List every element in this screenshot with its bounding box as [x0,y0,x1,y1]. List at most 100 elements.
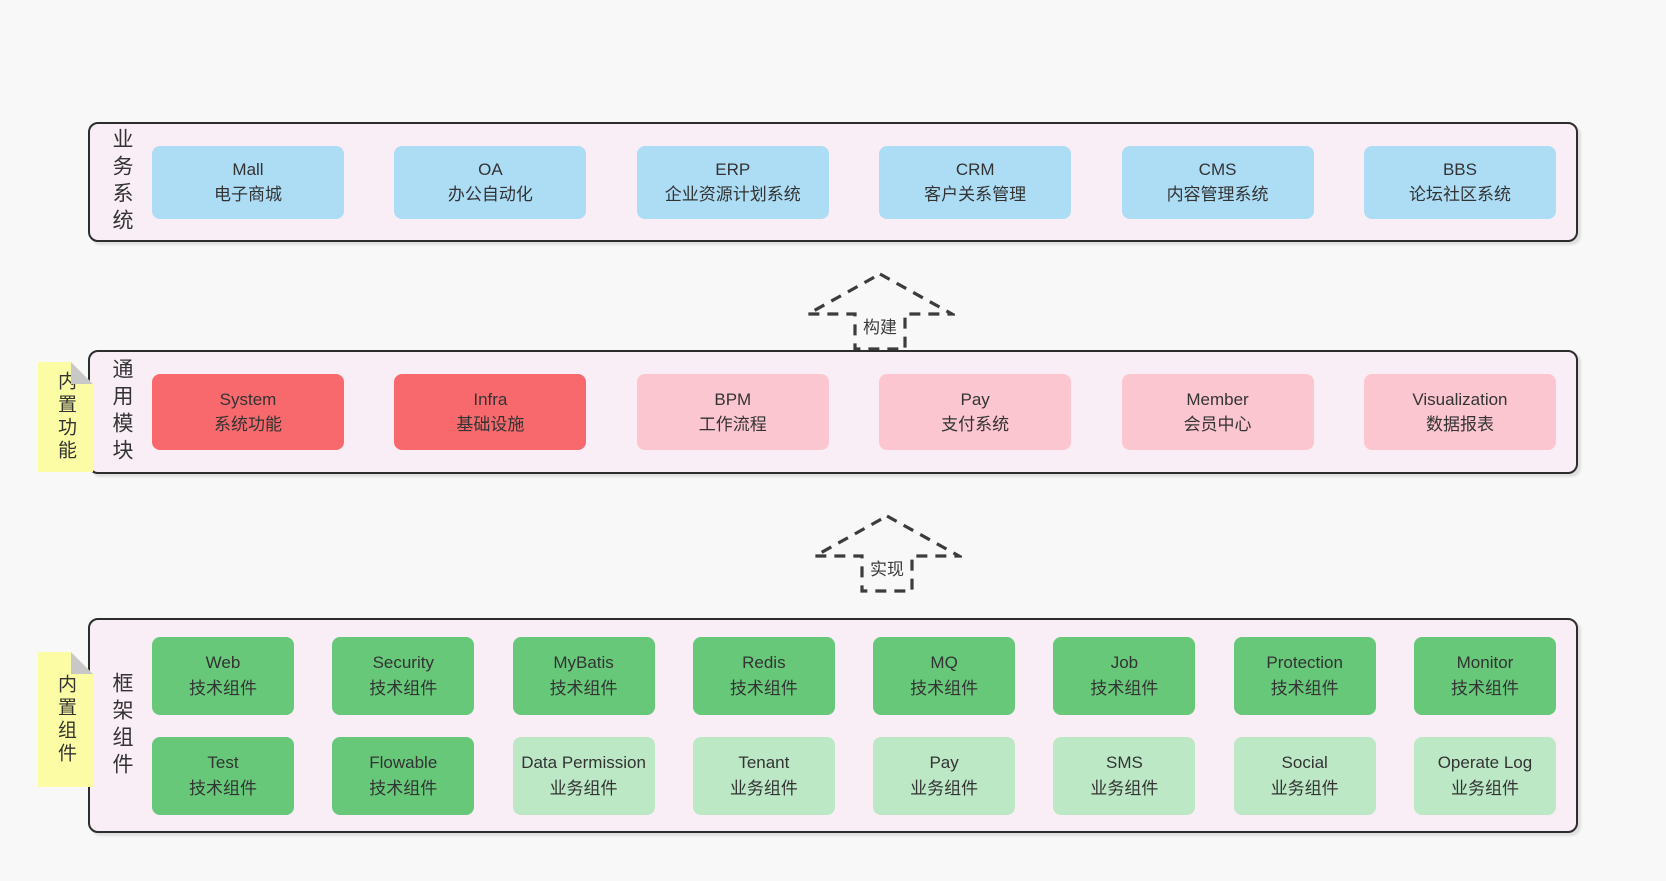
node-web: Web 技术组件 [152,636,294,715]
modules-section-label: 通用模块 [110,358,133,466]
node-subtitle: 技术组件 [910,678,979,698]
node-title: Social [1281,753,1328,772]
node-title: Pay [929,753,959,772]
node-title: Mall [232,159,264,179]
node-title: Pay [960,389,990,409]
node-title: Security [372,653,434,672]
builtin-features-tag-label: 内置功能 [55,371,76,463]
node-title: Data Permission [521,753,646,772]
node-subtitle: 技术组件 [1270,678,1339,698]
node-title: Web [205,653,241,672]
up-arrow-icon [812,514,962,593]
node-title: MyBatis [553,653,614,672]
builtin-components-tag-label: 内置组件 [55,673,76,766]
node-data-permission: Data Permission 业务组件 [512,736,655,815]
node-sms: SMS 业务组件 [1053,736,1196,815]
node-title: Operate Log [1437,753,1533,772]
arrow-build-label: 构建 [860,312,900,339]
node-erp: ERP 企业资源计划系统 [636,145,829,219]
node-title: OA [478,159,503,179]
node-social: Social 业务组件 [1233,736,1376,815]
builtin-components-tag: 内置组件 [38,652,93,787]
node-subtitle: 系统功能 [214,415,282,434]
node-subtitle: 业务组件 [729,778,798,798]
node-title: Redis [742,653,786,672]
node-subtitle: 客户关系管理 [924,185,1027,204]
node-subtitle: 业务组件 [1090,778,1159,798]
node-subtitle: 企业资源计划系统 [664,185,801,204]
framework-section-label: 框架组件 [110,671,133,780]
node-redis: Redis 技术组件 [692,636,835,715]
node-subtitle: 业务组件 [549,778,618,798]
node-title: BPM [714,389,752,409]
node-mq: MQ 技术组件 [873,636,1016,715]
node-security: Security 技术组件 [332,636,475,715]
business-boxes: Mall 电子商城 OA 办公自动化 ERP 企业资源计划系统 CRM 客户关系… [152,124,1576,240]
node-title: Tenant [738,753,790,772]
node-subtitle: 电子商城 [214,185,282,204]
arrow-build: 构建 [805,272,955,352]
framework-rows: Web 技术组件 Security 技术组件 MyBatis 技术组件 Redi… [152,620,1576,831]
node-title: CRM [955,159,995,179]
node-visualization: Visualization 数据报表 [1363,374,1556,450]
node-job: Job 技术组件 [1053,636,1196,715]
node-bpm: BPM 工作流程 [636,374,829,450]
node-subtitle: 会员中心 [1183,415,1252,434]
node-operate-log: Operate Log 业务组件 [1413,736,1556,815]
node-crm: CRM 客户关系管理 [879,145,1072,219]
node-subtitle: 技术组件 [369,678,438,698]
node-title: MQ [930,653,958,672]
up-arrow-icon [805,272,955,351]
node-title: System [219,389,277,409]
node-subtitle: 工作流程 [698,415,767,434]
node-pay: Pay 支付系统 [879,374,1072,450]
node-title: SMS [1105,753,1143,772]
node-mall: Mall 电子商城 [152,145,344,219]
node-oa: OA 办公自动化 [394,145,587,219]
node-mybatis: MyBatis 技术组件 [512,636,655,715]
node-title: Visualization [1412,389,1508,409]
node-title: BBS [1442,159,1477,179]
node-title: Infra [473,389,508,409]
node-title: Member [1186,389,1249,409]
node-title: Flowable [369,753,438,772]
node-title: Monitor [1456,653,1514,672]
node-title: Test [207,753,239,772]
arrow-implement-label: 实现 [867,554,907,581]
node-tenant: Tenant 业务组件 [692,736,835,815]
node-subtitle: 内容管理系统 [1166,185,1269,204]
node-subtitle: 业务组件 [1450,778,1519,798]
node-subtitle: 支付系统 [941,415,1010,434]
node-member: Member 会员中心 [1121,374,1314,450]
node-infra: Infra 基础设施 [394,374,587,450]
node-flowable: Flowable 技术组件 [332,736,475,815]
framework-row-1: Web 技术组件 Security 技术组件 MyBatis 技术组件 Redi… [152,636,1556,715]
business-systems-section: 业务系统 Mall 电子商城 OA 办公自动化 ERP 企业资源计划系统 CRM… [88,122,1578,242]
node-title: ERP [715,159,751,179]
framework-components-section: 框架组件 Web 技术组件 Security 技术组件 MyBatis 技术组件… [88,618,1578,833]
node-subtitle: 业务组件 [910,778,979,798]
common-modules-section: 通用模块 System 系统功能 Infra 基础设施 BPM 工作流程 Pay… [88,350,1578,474]
node-subtitle: 技术组件 [189,678,257,698]
node-test: Test 技术组件 [152,736,294,815]
node-monitor: Monitor 技术组件 [1413,636,1556,715]
node-bbs: BBS 论坛社区系统 [1363,145,1556,219]
node-subtitle: 论坛社区系统 [1408,185,1511,204]
node-protection: Protection 技术组件 [1233,636,1376,715]
node-subtitle: 技术组件 [369,778,438,798]
node-title: Job [1110,653,1139,672]
node-subtitle: 技术组件 [1450,678,1519,698]
node-subtitle: 技术组件 [729,678,798,698]
node-subtitle: 技术组件 [549,678,618,698]
node-subtitle: 业务组件 [1270,778,1339,798]
node-subtitle: 技术组件 [189,778,257,798]
framework-row-2: Test 技术组件 Flowable 技术组件 Data Permission … [152,736,1556,815]
node-subtitle: 基础设施 [456,415,525,434]
node-subtitle: 技术组件 [1090,678,1159,698]
node-title: CMS [1198,159,1237,179]
module-boxes: System 系统功能 Infra 基础设施 BPM 工作流程 Pay 支付系统… [152,352,1576,472]
business-section-label: 业务系统 [110,128,133,236]
node-subtitle: 数据报表 [1425,415,1494,434]
builtin-features-tag: 内置功能 [38,362,93,472]
